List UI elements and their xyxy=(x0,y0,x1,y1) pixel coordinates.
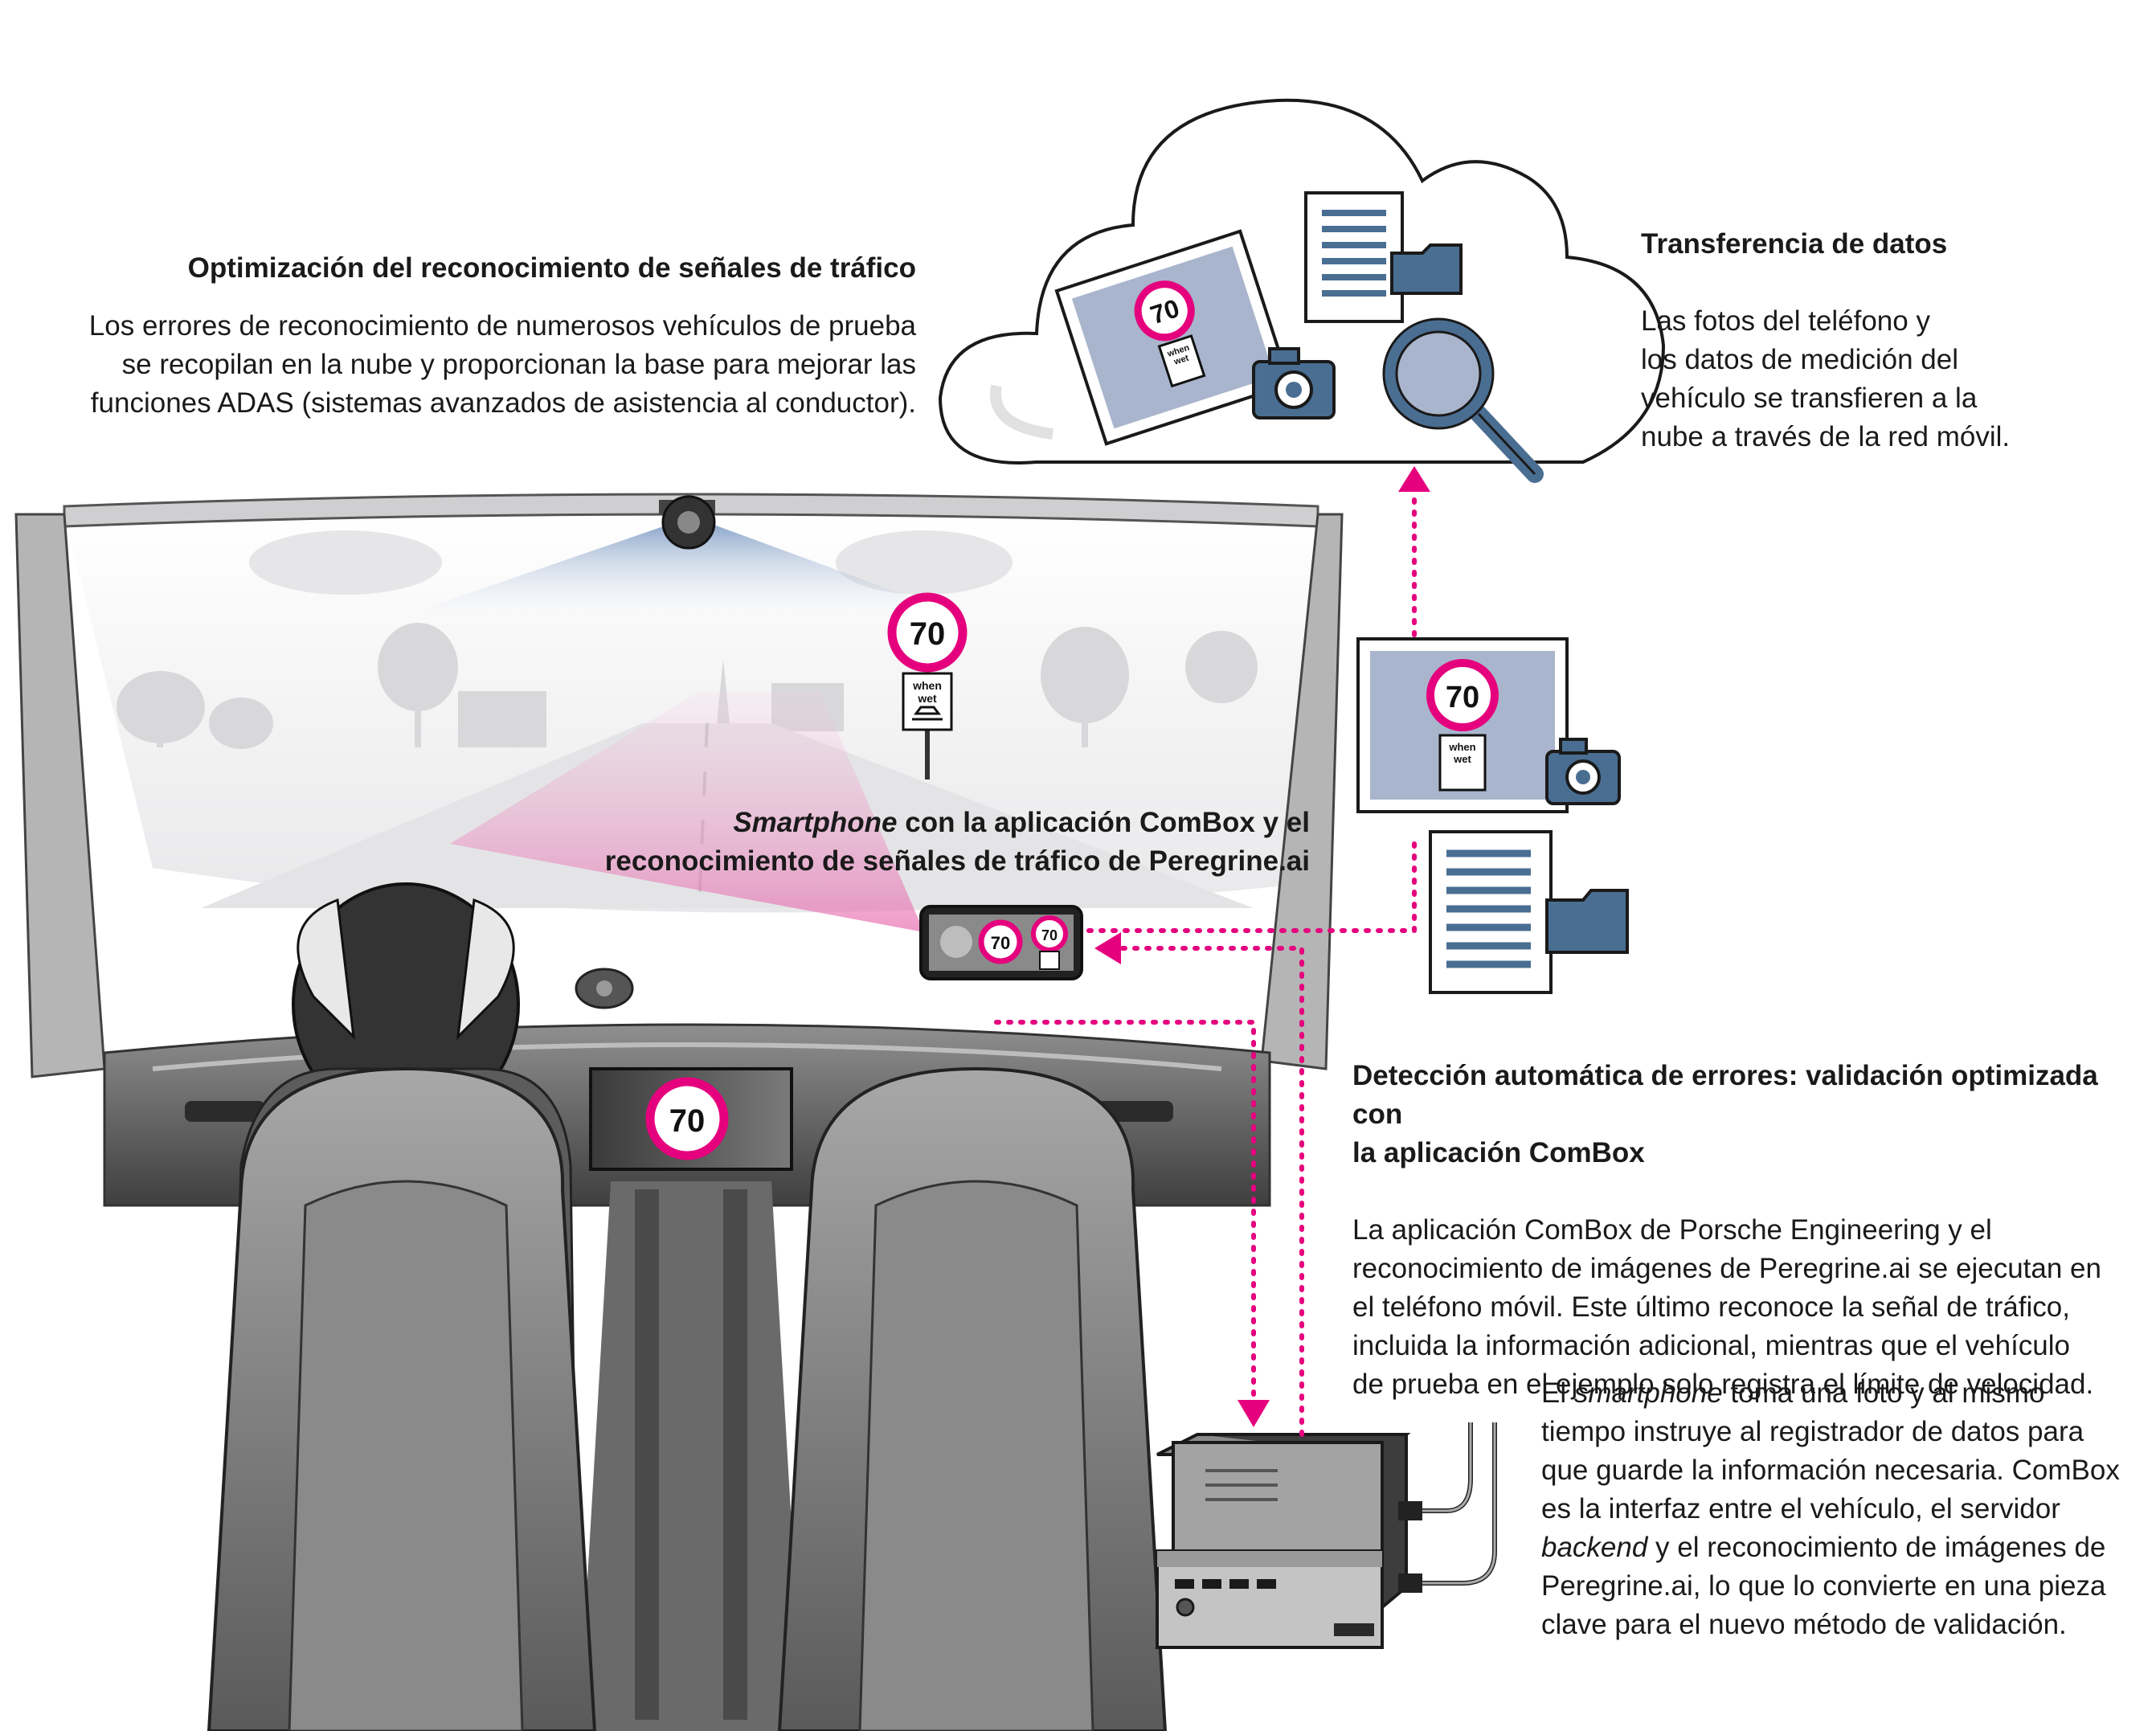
optimization-title: Optimización del reconocimiento de señal… xyxy=(187,252,916,284)
phone-sign-left xyxy=(978,919,1023,964)
phone-sign-right xyxy=(1031,915,1068,952)
combox-line-6: Peregrine.ai, lo que lo convierte en una… xyxy=(1541,1570,2106,1602)
optimization-section: Optimización del reconocimiento de señal… xyxy=(48,249,916,423)
detection-title-line1: Detección automática de errores: validac… xyxy=(1352,1060,2098,1130)
combox-l1-post: toma una foto y al mismo xyxy=(1722,1377,2045,1409)
road-sign: 70 when wet xyxy=(887,592,968,780)
phone-sign-right-speed: 70 xyxy=(1041,927,1058,943)
when-wet-sign-icon xyxy=(1438,734,1487,792)
transfer-line-3: vehículo se transfieren a la xyxy=(1641,383,1978,414)
smartphone-title-line2: reconocimiento de señales de tráfico de … xyxy=(604,845,1310,877)
combox-l1-pre: El xyxy=(1541,1377,1574,1409)
phone-sign-left-speed: 70 xyxy=(991,933,1010,953)
folder-icon xyxy=(1545,889,1629,954)
arrowheads xyxy=(1094,466,1430,1427)
combox-l5-post: y el reconocimiento de imágenes de xyxy=(1647,1532,2106,1563)
road-sign-speed: 70 xyxy=(910,616,946,652)
combox-line-4: es la interfaz entre el vehículo, el ser… xyxy=(1541,1493,2060,1524)
phone-photo-when: when xyxy=(1448,741,1475,753)
transfer-line-1: Las fotos del teléfono y xyxy=(1641,305,1930,337)
detection-section: Detección automática de errores: validac… xyxy=(1352,1057,2140,1404)
transfer-line-2: los datos de medición del xyxy=(1641,344,1958,375)
detection-line-2: reconocimiento de imágenes de Peregrine.… xyxy=(1352,1253,2101,1284)
combox-section: El smartphone toma una foto y al mismo t… xyxy=(1541,1374,2152,1644)
optimization-line-1: Los errores de reconocimiento de numeros… xyxy=(88,310,916,342)
document-icon xyxy=(1429,830,1553,994)
detection-line-5: de prueba en el ejemplo solo registra el… xyxy=(1352,1369,2094,1400)
phone-photo-speed: 70 xyxy=(1446,681,1479,714)
arrow-combox-to-phone xyxy=(1115,946,1304,1437)
speed-limit-sign-icon xyxy=(1426,659,1499,731)
transfer-section: Transferencia de datos Las fotos del tel… xyxy=(1641,225,2123,456)
combox-line-2: tiempo instruye al registrador de datos … xyxy=(1541,1416,2084,1447)
dashcam-icon xyxy=(659,495,716,550)
dash-screen-speed: 70 xyxy=(669,1103,706,1139)
windshield-scene xyxy=(63,493,1319,932)
phone-photo: 70 when wet xyxy=(1356,637,1569,813)
speed-limit-sign-icon xyxy=(887,592,968,673)
detection-line-4: incluida la información adicional, mient… xyxy=(1352,1330,2070,1361)
smartphone-icon: 70 70 xyxy=(919,905,1083,980)
road-sign-wet: wet xyxy=(917,692,937,705)
seats xyxy=(207,1066,1168,1731)
data-logger-icon xyxy=(1156,1422,1497,1649)
phone-photo-wet: wet xyxy=(1453,753,1471,765)
combox-line-7: clave para el nuevo método de validación… xyxy=(1541,1609,2067,1640)
transfer-line-4: nube a través de la red móvil. xyxy=(1641,421,2011,452)
combox-l1-em: smartphone xyxy=(1573,1377,1723,1409)
optimization-line-2: se recopilan en la nube y proporcionan l… xyxy=(121,349,916,380)
magnifier-icon xyxy=(1382,317,1544,483)
transfer-title: Transferencia de datos xyxy=(1641,228,1948,260)
camera-icon xyxy=(1545,738,1621,805)
when-wet-sign-icon xyxy=(1157,334,1206,388)
detection-line-3: el teléfono móvil. Este último reconoce … xyxy=(1352,1291,2070,1323)
folder-icon xyxy=(1390,243,1463,295)
smartphone-section: Smartphone con la aplicación ComBox y el… xyxy=(563,804,1310,881)
cloud-photo: 70 when wet xyxy=(1054,229,1292,446)
combox-line-3: que guarde la información necesaria. Com… xyxy=(1541,1455,2120,1486)
speed-limit-sign-icon xyxy=(1134,280,1195,342)
smartphone-title-rest: con la aplicación ComBox y el xyxy=(897,807,1310,838)
flow-arrows xyxy=(994,488,1417,1437)
combox-l5-em: backend xyxy=(1541,1532,1648,1563)
cloud-photo-wet: wet xyxy=(1172,354,1190,367)
road-sign-when: when xyxy=(912,679,942,692)
document-icon xyxy=(1304,191,1404,323)
detection-line-1: La aplicación ComBox de Porsche Engineer… xyxy=(1352,1214,1992,1246)
arrow-phone-to-logger xyxy=(994,1020,1256,1401)
dash-screen-sign-icon xyxy=(645,1077,729,1160)
smartphone-title-em: Smartphone xyxy=(733,807,898,838)
camera-icon xyxy=(1252,347,1336,419)
optimization-line-3: funciones ADAS (sistemas avanzados de as… xyxy=(90,387,916,419)
arrow-phone-to-cloud xyxy=(1086,488,1417,933)
detection-title-line2: la aplicación ComBox xyxy=(1352,1137,1645,1168)
